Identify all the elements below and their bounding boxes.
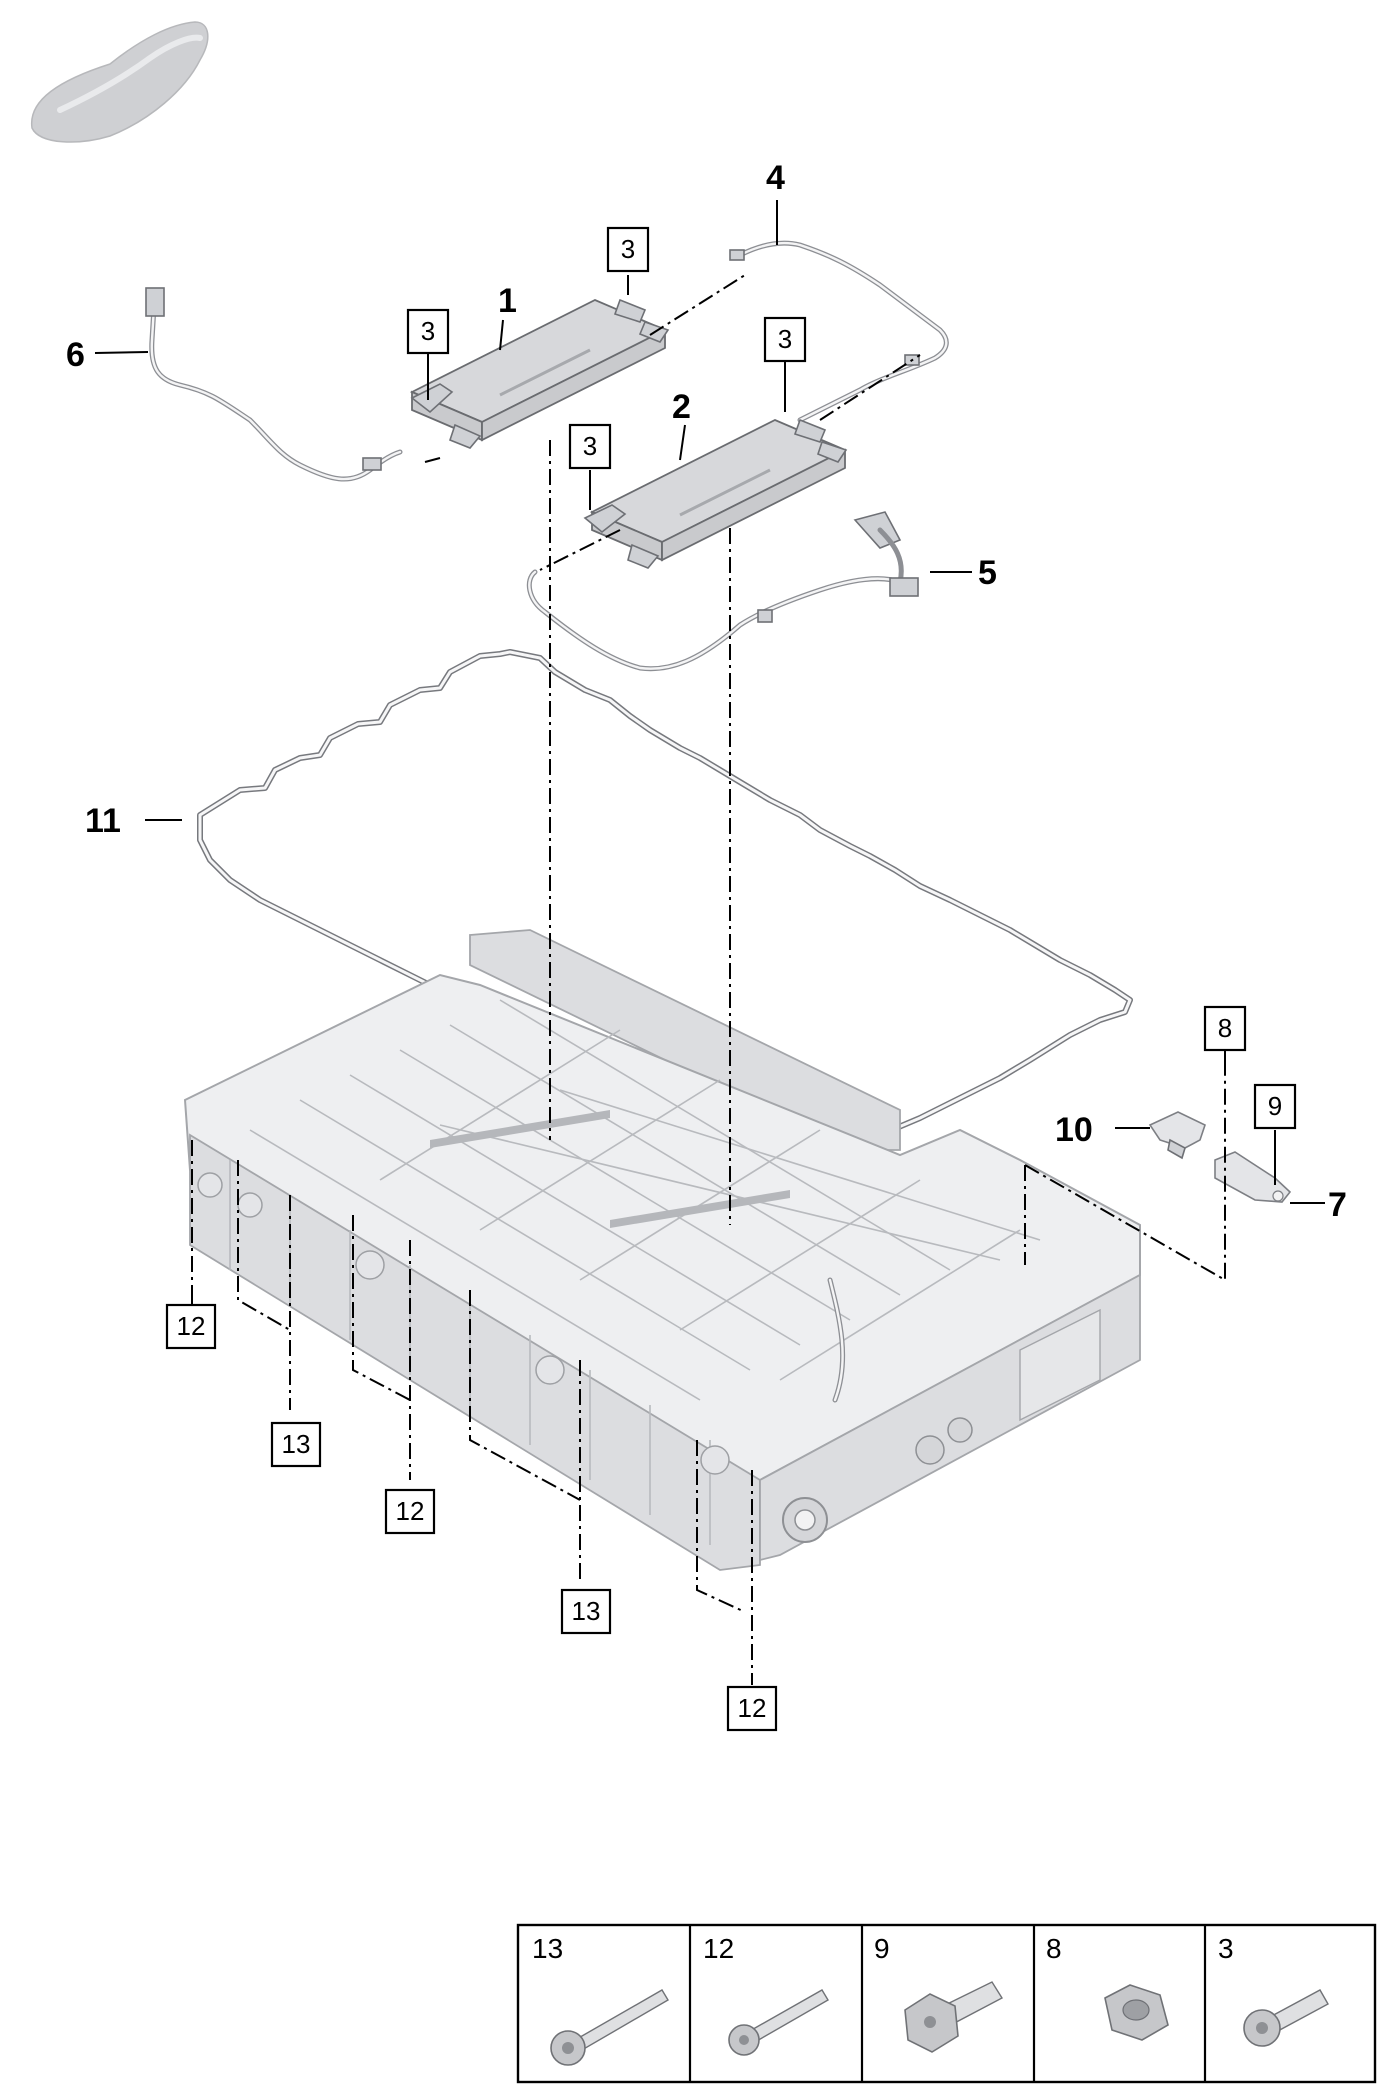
boxed-labels: 3 3 3 3 8 9 12 13: [165, 226, 1297, 1732]
callout-1: 1: [498, 282, 517, 320]
wiring-harness-6: [145, 287, 403, 482]
battery-module-1: [409, 298, 670, 449]
svg-text:13: 13: [282, 1429, 311, 1459]
svg-text:8: 8: [1046, 1933, 1062, 1964]
boxed-label-12-b: 12: [384, 1488, 436, 1535]
bracket-part-7: [1214, 1151, 1292, 1203]
battery-module-2: [583, 418, 848, 569]
svg-text:13: 13: [532, 1933, 563, 1964]
leader-lines: [94, 200, 1325, 1308]
boxed-label-3-c: 3: [763, 316, 807, 363]
boxed-label-12-c: 12: [726, 1685, 778, 1732]
long-bolt-icon: [550, 1989, 669, 2066]
callout-6: 6: [66, 336, 85, 374]
boxed-label-3-a: 3: [406, 308, 450, 355]
legend-cell-9: 9: [874, 1933, 1003, 2053]
wiring-harness-5: [526, 511, 919, 672]
bracket-part-10: [1148, 1111, 1206, 1160]
svg-text:12: 12: [396, 1496, 425, 1526]
svg-text:3: 3: [421, 316, 435, 346]
boxed-label-13-a: 13: [270, 1421, 322, 1468]
boxed-label-13-b: 13: [560, 1588, 612, 1635]
boxed-label-12-a: 12: [165, 1303, 217, 1350]
boxed-label-8: 8: [1203, 1005, 1247, 1052]
svg-text:8: 8: [1218, 1013, 1232, 1043]
callout-11: 11: [85, 802, 121, 840]
callout-7: 7: [1328, 1186, 1347, 1224]
svg-text:12: 12: [738, 1693, 767, 1723]
svg-text:3: 3: [778, 324, 792, 354]
legend-cell-13: 13: [532, 1933, 669, 2066]
legend-cell-12: 12: [703, 1933, 829, 2056]
svg-text:12: 12: [177, 1311, 206, 1341]
car-silhouette-icon: [31, 21, 209, 143]
boxed-label-3-b: 3: [606, 226, 650, 273]
hex-nut-icon: [1104, 1984, 1169, 2041]
wiring-harness-4: [729, 240, 949, 423]
svg-text:13: 13: [572, 1596, 601, 1626]
svg-text:3: 3: [621, 234, 635, 264]
callout-2: 2: [672, 388, 691, 426]
assembly-lines: [191, 274, 1226, 1685]
svg-text:3: 3: [1218, 1933, 1234, 1964]
callout-numbers: 1 2 4 5 6 7 10 11: [66, 159, 1347, 1224]
callout-4: 4: [766, 159, 785, 197]
callout-5: 5: [978, 554, 997, 592]
battery-tray-housing: [183, 929, 1141, 1571]
legend-cell-3: 3: [1218, 1933, 1329, 2047]
fastener-legend: 13 12 9 8: [516, 1923, 1377, 2084]
legend-cell-8: 8: [1046, 1933, 1169, 2041]
svg-text:9: 9: [874, 1933, 890, 1964]
svg-text:9: 9: [1268, 1091, 1282, 1121]
flange-bolt-icon: [904, 1981, 1003, 2053]
bolt-icon: [728, 1989, 829, 2056]
svg-text:3: 3: [583, 431, 597, 461]
callout-10: 10: [1055, 1111, 1093, 1149]
svg-text:12: 12: [703, 1933, 734, 1964]
boxed-label-3-d: 3: [568, 423, 612, 470]
short-bolt-icon: [1243, 1989, 1329, 2047]
boxed-label-9: 9: [1253, 1083, 1297, 1130]
